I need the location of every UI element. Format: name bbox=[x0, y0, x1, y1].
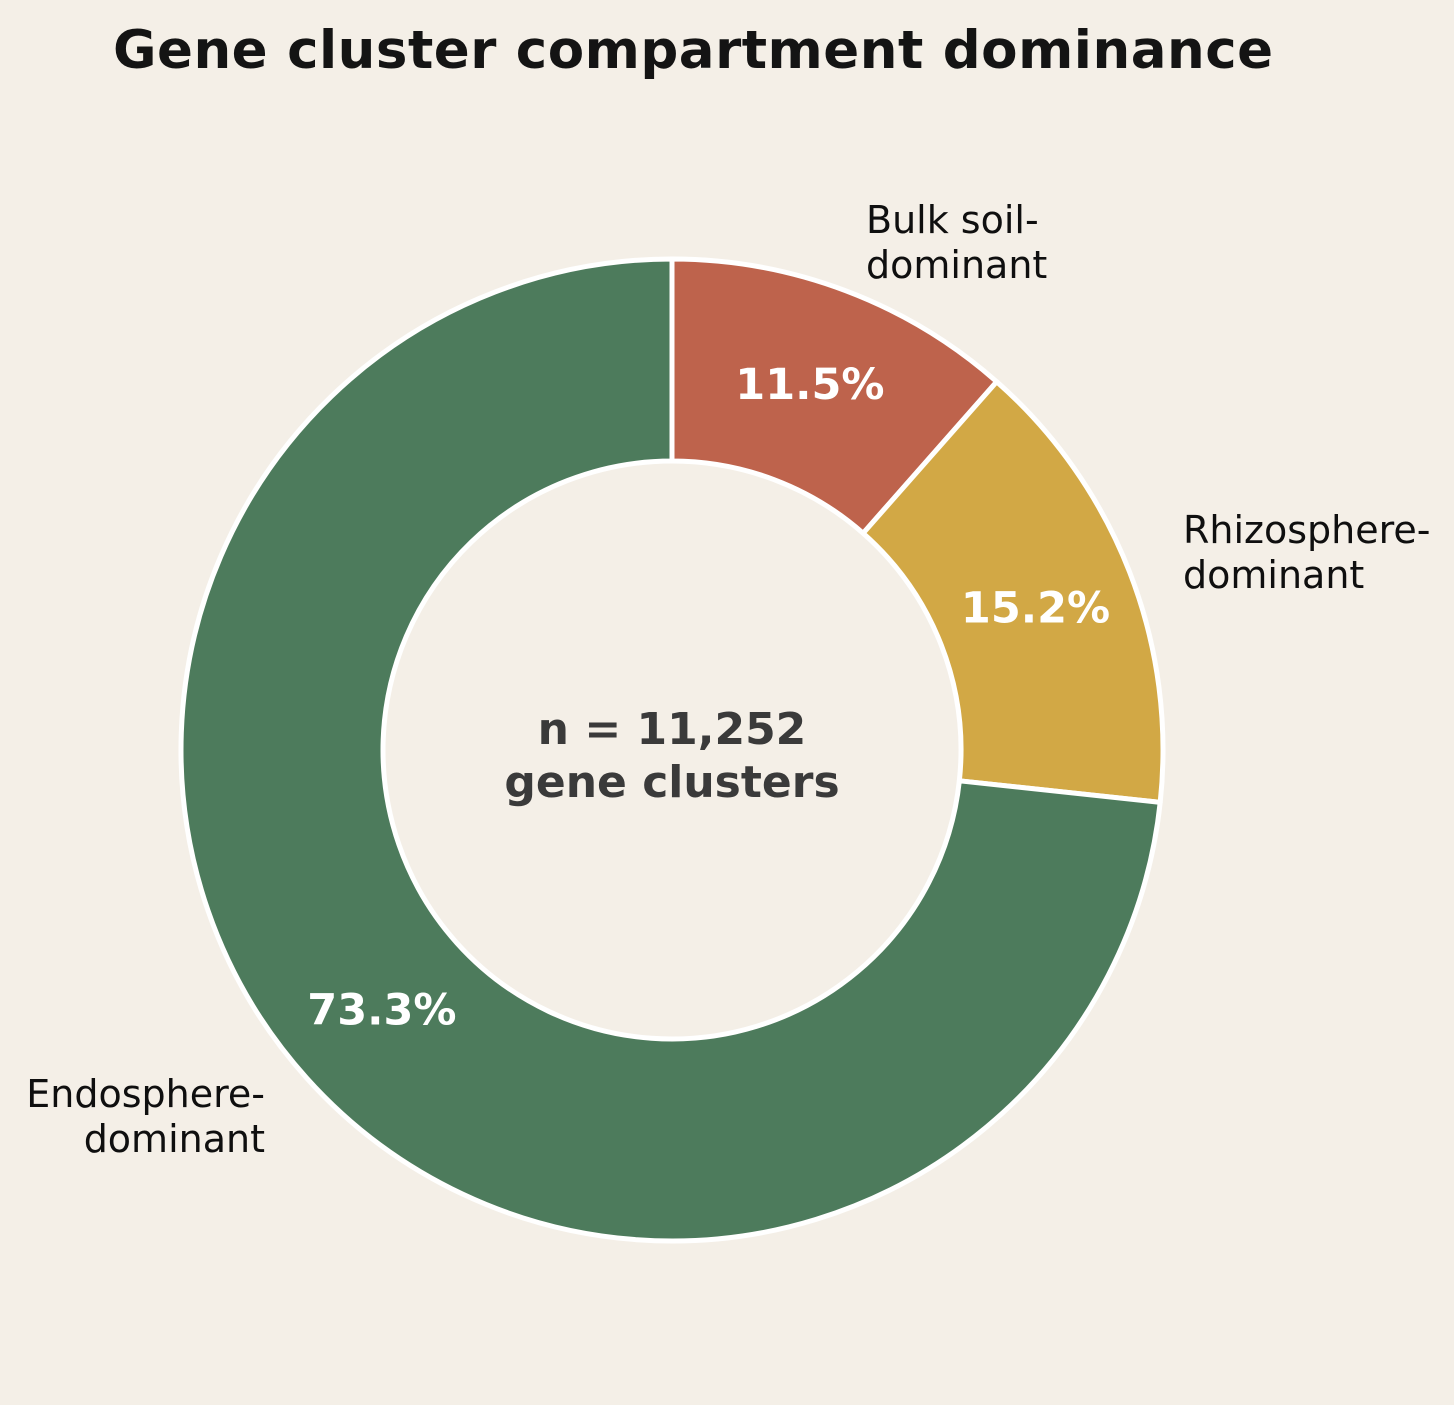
pct-label-rhizosphere-dominant: 15.2% bbox=[961, 584, 1110, 634]
chart-title: Gene cluster compartment dominance bbox=[113, 20, 1274, 81]
wedge-bulk-soil-dominant bbox=[669, 256, 1000, 536]
segment-label-endosphere-dominant: Endosphere- dominant bbox=[26, 1072, 265, 1162]
donut-center-label: n = 11,252 gene clusters bbox=[504, 703, 839, 809]
wedge-rhizosphere-dominant bbox=[860, 379, 1166, 805]
segment-label-bulk-soil-dominant: Bulk soil- dominant bbox=[866, 198, 1047, 288]
segment-label-line: dominant bbox=[866, 243, 1048, 287]
segment-label-line: Rhizosphere- bbox=[1183, 508, 1431, 552]
segment-label-line: dominant bbox=[1183, 553, 1365, 597]
donut-center-count: n = 11,252 bbox=[537, 704, 807, 755]
pct-label-endosphere-dominant: 73.3% bbox=[307, 986, 456, 1036]
segment-label-line: Bulk soil- bbox=[866, 198, 1039, 242]
donut-center-unit: gene clusters bbox=[504, 757, 840, 808]
segment-label-rhizosphere-dominant: Rhizosphere- dominant bbox=[1183, 508, 1431, 598]
segment-label-line: dominant bbox=[83, 1117, 265, 1161]
segment-label-line: Endosphere- bbox=[26, 1072, 265, 1116]
wedge-endosphere-dominant bbox=[178, 256, 1163, 1244]
pct-label-bulk-soil-dominant: 11.5% bbox=[735, 360, 884, 410]
